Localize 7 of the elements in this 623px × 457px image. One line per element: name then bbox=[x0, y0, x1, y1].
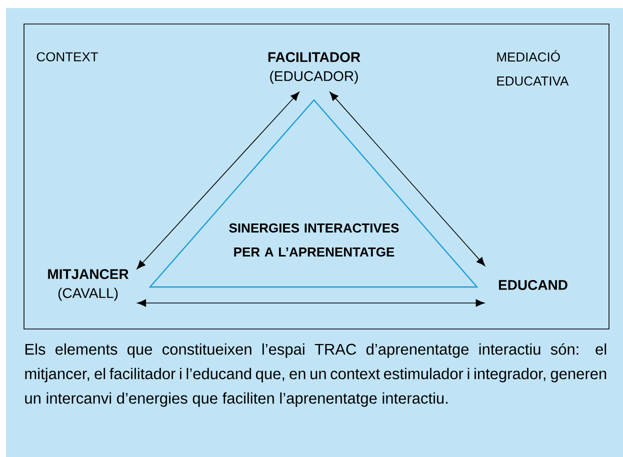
caption: Els elements que constitueixen l’espai TRAC d’aprenentatge interactiu són: el mitjancer, el facilitador i l’educand que, en un context estimulador i integrador, generen un intercanvi d’energies que faciliten l’aprenentatge interactiu. bbox=[25, 343, 606, 407]
double-arrow bbox=[330, 92, 486, 266]
role-label: MITJANCER (CAVALL) bbox=[48, 269, 129, 301]
double-arrow bbox=[137, 299, 485, 307]
role-label: FACILITADOR (EDUCADOR) bbox=[268, 52, 360, 84]
double-arrow bbox=[136, 92, 300, 270]
role-label: EDUCAND bbox=[498, 280, 568, 290]
